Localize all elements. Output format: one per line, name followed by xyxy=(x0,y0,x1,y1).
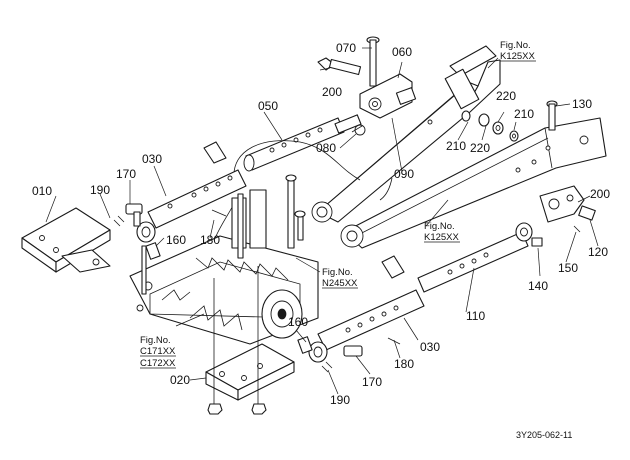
fig-ref-n245-line2: N245XX xyxy=(322,278,358,289)
bolt-200-top xyxy=(317,57,362,76)
label-020: 020 xyxy=(170,373,190,387)
lever-handle-top xyxy=(203,141,227,164)
fig-ref-c171-line2: C171XX xyxy=(140,346,176,357)
label-180-left: 180 xyxy=(200,233,220,247)
label-190-lower: 190 xyxy=(330,393,350,407)
check-rod-030-upper xyxy=(136,169,247,243)
pin-140 xyxy=(531,237,543,247)
lever-handle-lower xyxy=(381,255,405,279)
pin-160-left xyxy=(145,242,161,260)
bolt-170-left xyxy=(125,203,143,227)
figure-ref-k125-top: Fig.No. K125XX xyxy=(500,40,536,62)
fig-ref-c171-line1: Fig.No. xyxy=(140,335,171,346)
pto-flange xyxy=(261,289,303,339)
part-labels: 010 020 030 030 050 060 070 080 090 110 … xyxy=(32,41,610,407)
bolt-200-right xyxy=(578,205,596,221)
label-220-right: 220 xyxy=(496,89,516,103)
label-070: 070 xyxy=(336,41,356,55)
lower-link-upper-arm xyxy=(311,45,501,223)
label-180-lower: 180 xyxy=(394,357,414,371)
fig-ref-k125-top-line1: Fig.No. xyxy=(500,40,531,51)
fig-ref-k125-top-line2: K125XX xyxy=(500,51,536,62)
nuts-210-220 xyxy=(461,110,519,142)
label-150: 150 xyxy=(558,261,578,275)
top-link-050 xyxy=(243,114,366,172)
pin-130 xyxy=(546,100,558,131)
bracket-right xyxy=(539,185,585,223)
label-030-lower: 030 xyxy=(420,340,440,354)
bracket-020 xyxy=(205,266,295,415)
label-090: 090 xyxy=(394,167,414,181)
check-rod-110 xyxy=(417,222,533,293)
figure-ref-c171: Fig.No. C171XX C172XX xyxy=(140,335,176,369)
lower-link-lower-arm xyxy=(340,117,607,249)
label-110: 110 xyxy=(466,309,485,323)
label-130: 130 xyxy=(572,97,592,111)
label-050: 050 xyxy=(258,99,278,113)
label-030-upper: 030 xyxy=(142,152,162,166)
leader-lines xyxy=(45,47,599,395)
diagram-code: 3Y205-062-11 xyxy=(516,430,572,440)
label-160-lower: 160 xyxy=(288,315,308,329)
label-080: 080 xyxy=(316,141,336,155)
fig-ref-c171-line3: C172XX xyxy=(140,358,176,369)
label-160-left: 160 xyxy=(166,233,186,247)
pin-160-lower xyxy=(297,336,313,354)
fig-ref-n245-line1: Fig.No. xyxy=(322,267,353,278)
label-170-lower: 170 xyxy=(362,375,382,389)
figure-ref-k125-mid: Fig.No. K125XX xyxy=(424,221,460,243)
label-060: 060 xyxy=(392,45,412,59)
label-210-right: 210 xyxy=(514,107,534,121)
pin-070 xyxy=(366,36,380,87)
bracket-060 xyxy=(359,73,417,119)
label-120: 120 xyxy=(588,245,608,259)
label-210-left: 210 xyxy=(446,139,466,153)
fig-ref-k125-mid-line2: K125XX xyxy=(424,232,460,243)
label-190-left: 190 xyxy=(90,183,110,197)
label-170-left: 170 xyxy=(116,167,136,181)
housing-bolts xyxy=(141,174,306,295)
bracket-010 xyxy=(21,207,111,273)
label-200-top: 200 xyxy=(322,85,342,99)
label-220-left: 220 xyxy=(470,141,490,155)
bolt-170-lower xyxy=(343,345,363,357)
label-010: 010 xyxy=(32,184,52,198)
label-140: 140 xyxy=(528,279,548,293)
check-rod-030-lower xyxy=(308,289,425,363)
label-200-right: 200 xyxy=(590,187,610,201)
figure-ref-n245: Fig.No. N245XX xyxy=(322,267,358,289)
fig-ref-k125-mid-line1: Fig.No. xyxy=(424,221,455,232)
